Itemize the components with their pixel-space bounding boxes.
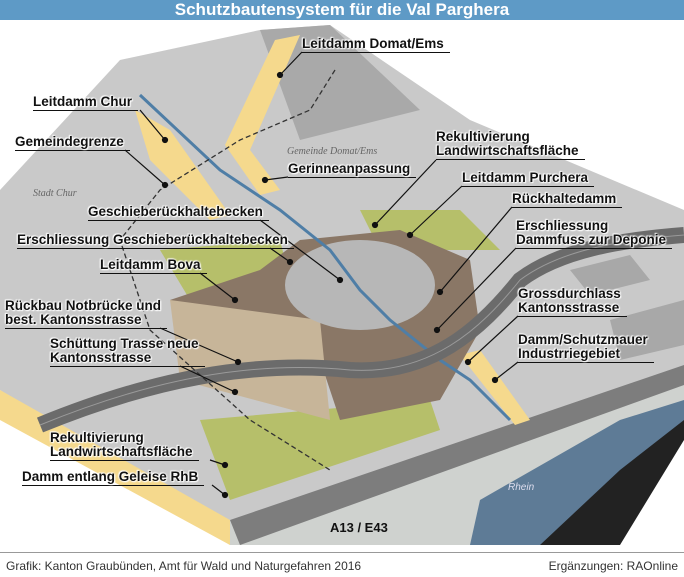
footer-extra: Ergänzungen: RAOnline bbox=[548, 559, 678, 573]
label-line: Schüttung Trasse neue bbox=[50, 336, 199, 351]
label-line: Grossdurchlass bbox=[518, 286, 621, 301]
terrain-illustration bbox=[0, 25, 684, 545]
place-domat-ems: Gemeinde Domat/Ems bbox=[287, 146, 378, 157]
label-line: Industrriegebiet bbox=[518, 346, 621, 361]
label-line: Erschliessung bbox=[516, 218, 609, 233]
footer: Grafik: Kanton Graubünden, Amt für Wald … bbox=[0, 552, 684, 577]
label-leitdamm-purchera: Leitdamm Purchera bbox=[462, 171, 595, 187]
label-gerinneanpassung: Gerinneanpassung bbox=[288, 162, 417, 178]
label-line: Kantonsstrasse bbox=[518, 300, 620, 315]
label-line: Rekultivierung bbox=[50, 430, 144, 445]
footer-credit: Grafik: Kanton Graubünden, Amt für Wald … bbox=[6, 559, 362, 573]
label-line: Damm/Schutzmauer bbox=[518, 332, 648, 347]
label-line: Dammfuss zur Deponie bbox=[516, 232, 667, 247]
label-line: Landwirtschaftsfläche bbox=[436, 143, 579, 158]
label-line: Rekultivierung bbox=[436, 129, 530, 144]
label-leitdamm-chur: Leitdamm Chur bbox=[33, 95, 139, 111]
place-rhein: Rhein bbox=[508, 482, 535, 493]
label-line: best. Kantonsstrasse bbox=[5, 312, 142, 327]
road-label: A13 / E43 bbox=[330, 520, 388, 535]
label-damm-geleise: Damm entlang Geleise RhB bbox=[22, 470, 205, 486]
label-rueckhaltedamm: Rückhaltedamm bbox=[512, 192, 623, 208]
label-gemeindegrenze: Gemeindegrenze bbox=[15, 135, 130, 151]
place-chur: Stadt Chur bbox=[33, 188, 77, 199]
label-line: Landwirtschaftsfläche bbox=[50, 444, 193, 459]
page-title: Schutzbautensystem für die Val Parghera bbox=[0, 0, 684, 20]
label-leitdamm-bova: Leitdamm Bova bbox=[100, 258, 207, 274]
label-leitdamm-domat: Leitdamm Domat/Ems bbox=[302, 37, 450, 53]
label-line: Rückbau Notbrücke und bbox=[5, 298, 162, 313]
label-geschiebebecken: Geschieberückhaltebecken bbox=[88, 205, 269, 221]
label-erschliessung-becken: Erschliessung Geschieberückhaltebecken bbox=[17, 233, 294, 249]
label-line: Kantonsstrasse bbox=[50, 350, 152, 365]
